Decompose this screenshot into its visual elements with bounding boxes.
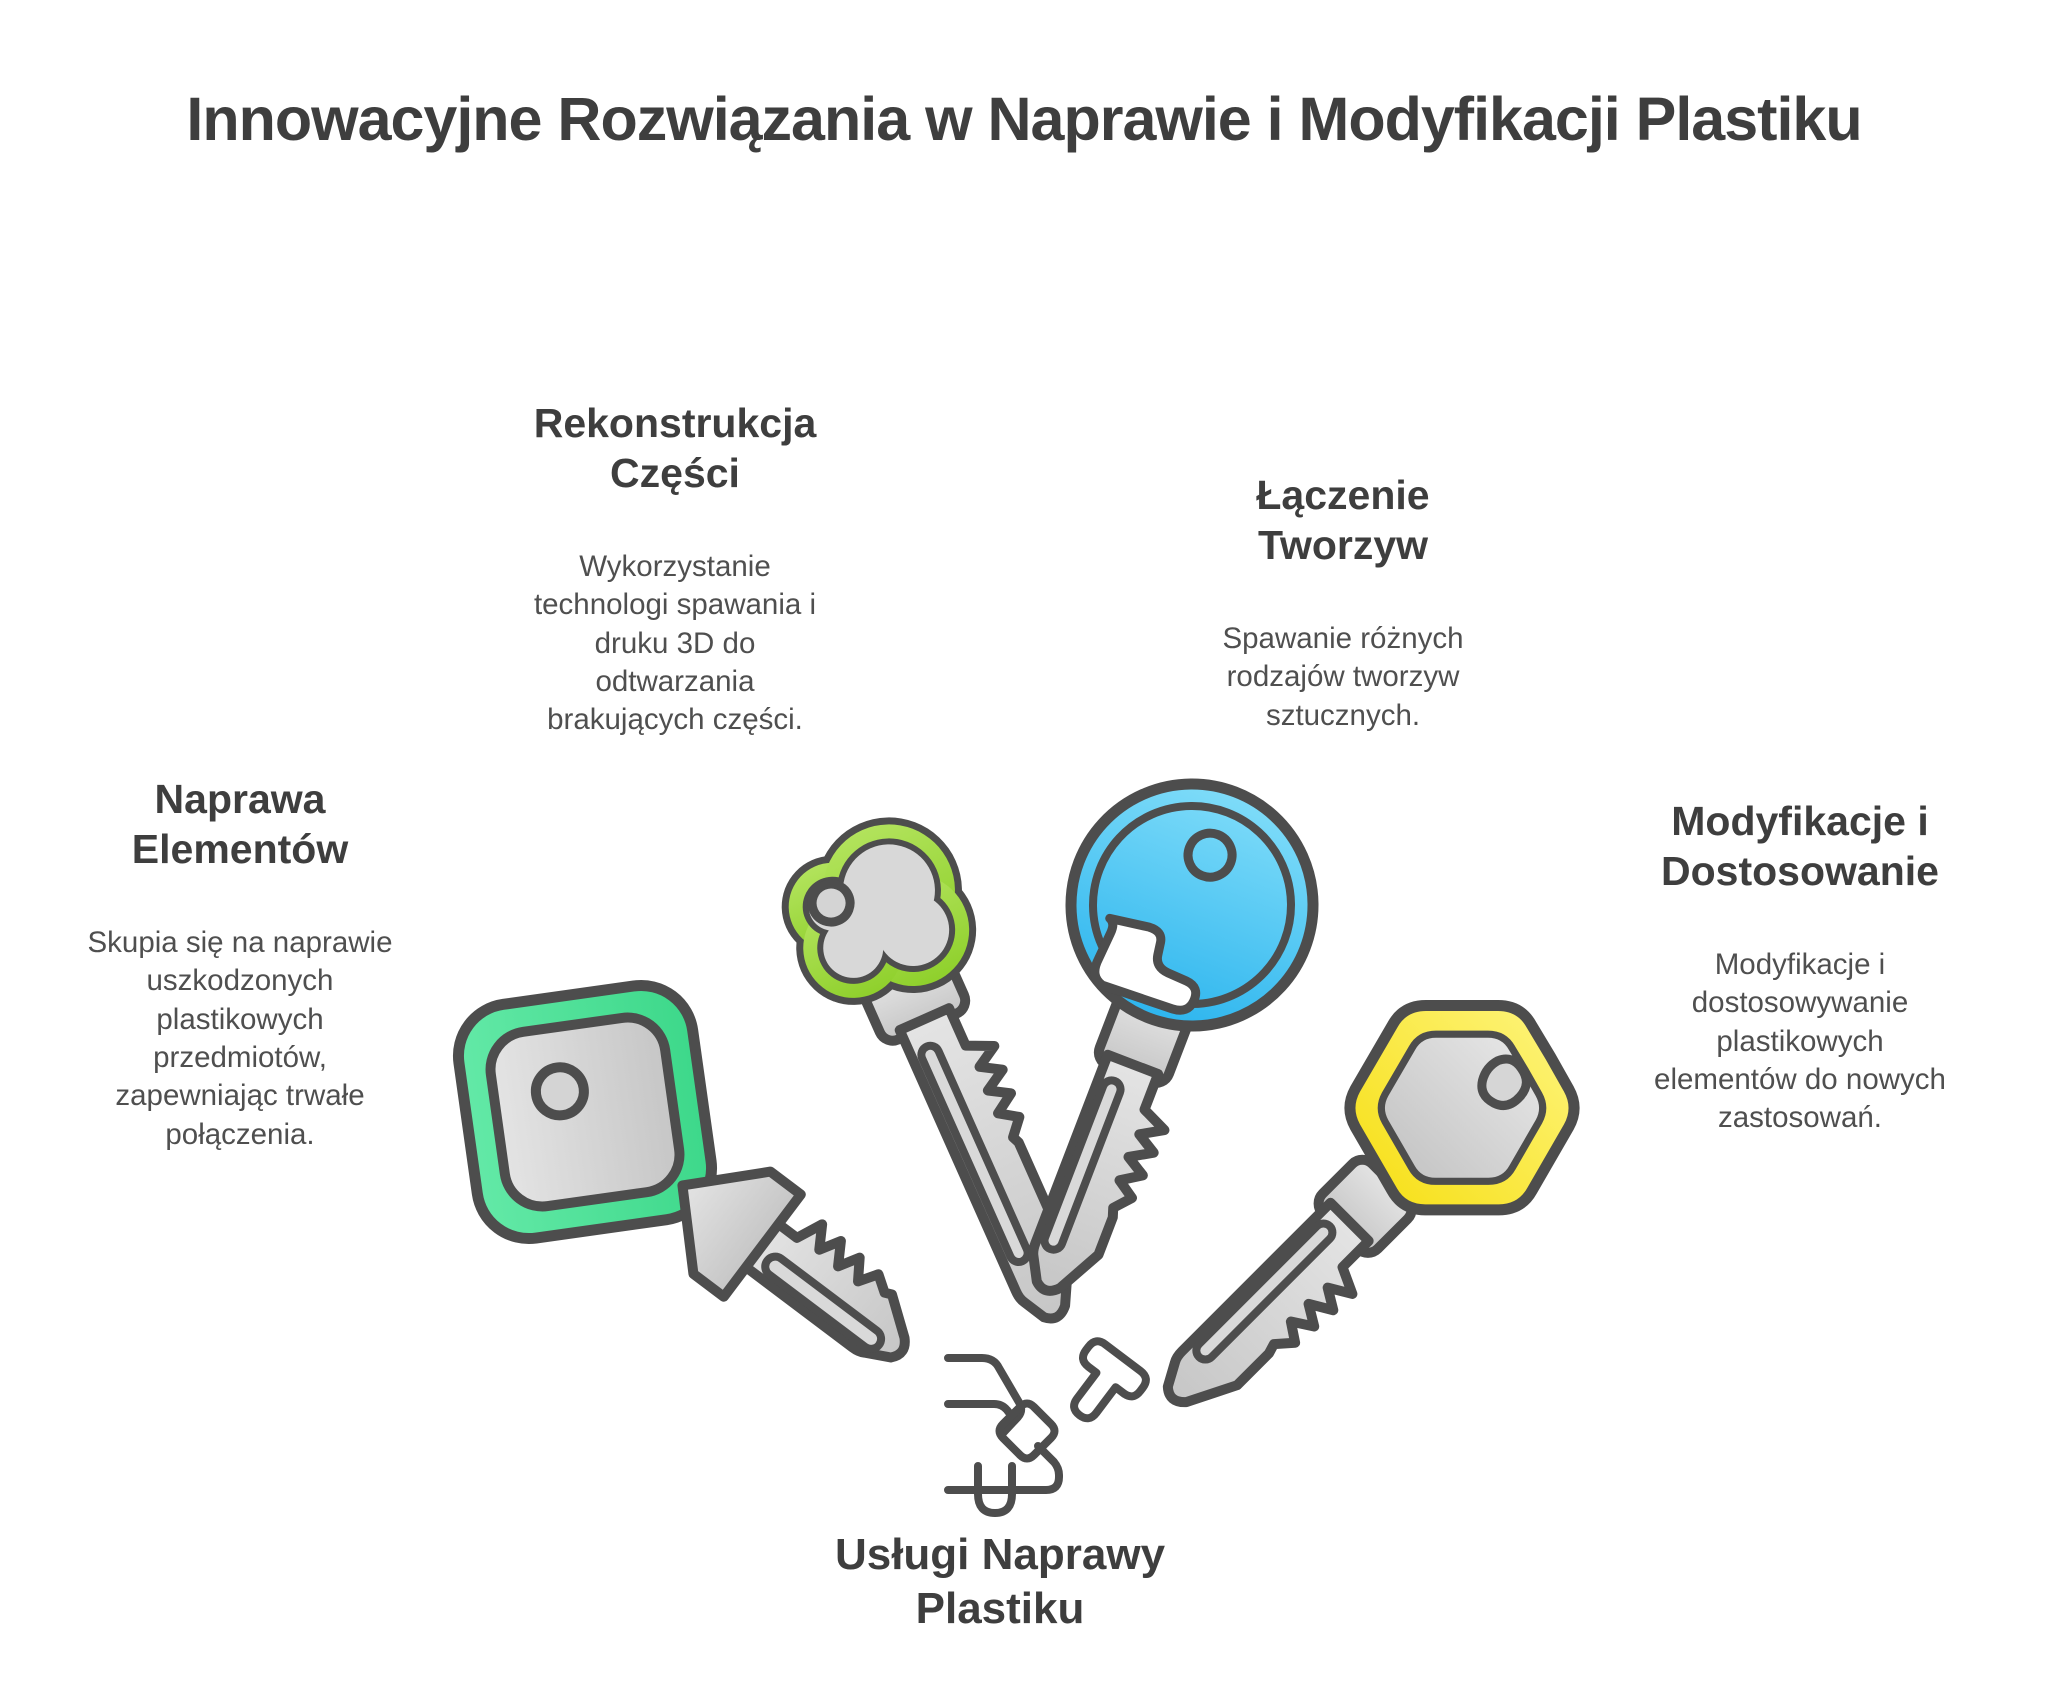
section-heading: Łączenie Tworzyw xyxy=(1256,472,1430,569)
section-heading: Naprawa Elementów xyxy=(131,776,349,873)
section-body: Modyfikacje i dostosowywanie plastikowyc… xyxy=(1654,948,1946,1135)
section-laczenie-tworzyw: Łączenie Tworzyw Spawanie różnych rodzaj… xyxy=(1143,452,1543,753)
page-title: Innowacyjne Rozwiązania w Naprawie i Mod… xyxy=(186,85,1862,153)
section-heading: Rekonstrukcja Części xyxy=(533,400,817,497)
key-lime-cloud-icon xyxy=(781,817,1074,1324)
section-modyfikacje-dostosowanie: Modyfikacje i Dostosowanie Modyfikacje i… xyxy=(1600,778,2000,1156)
footer-label: Usługi Naprawy Plastiku xyxy=(834,1530,1166,1633)
key-blue-round-icon xyxy=(1028,778,1319,1296)
section-body: Skupia się na naprawie uszkodzonych plas… xyxy=(87,926,393,1151)
key-yellow-hex-icon xyxy=(1162,999,1580,1408)
section-body: Wykorzystanie technologi spawania i druk… xyxy=(533,550,817,737)
key-green-square-icon xyxy=(452,979,910,1363)
section-rekonstrukcja-czesci: Rekonstrukcja Części Wykorzystanie techn… xyxy=(475,380,875,758)
welding-extruder-icon xyxy=(944,1337,1150,1517)
section-heading: Modyfikacje i Dostosowanie xyxy=(1661,798,1939,895)
section-body: Spawanie różnych rodzajów tworzyw sztucz… xyxy=(1222,622,1464,732)
section-naprawa-elementow: Naprawa Elementów Skupia się na naprawie… xyxy=(40,756,440,1172)
